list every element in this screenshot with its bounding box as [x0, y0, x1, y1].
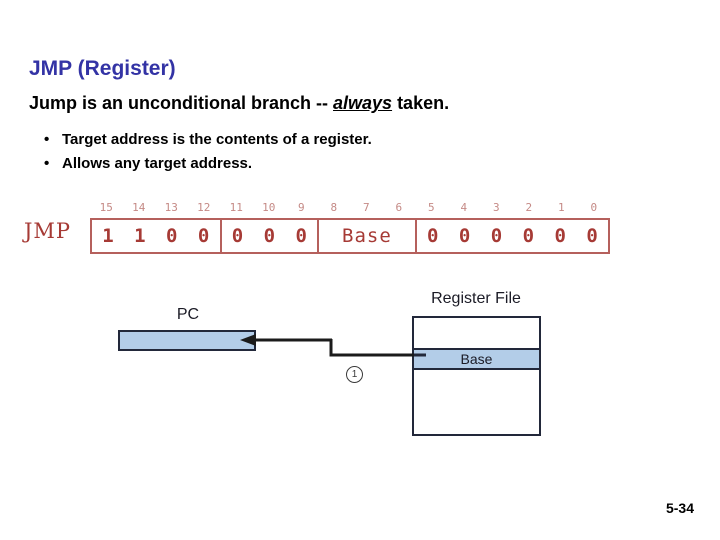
field-cell-reserved-low-1: 0 [458, 225, 471, 247]
bit-number-1: 1 [557, 201, 565, 214]
page-title: JMP (Register) [29, 57, 176, 80]
register-file-label: Register File [431, 290, 521, 307]
field-cell-reserved-low-3: 0 [522, 225, 535, 247]
bit-number-8: 8 [330, 201, 338, 214]
step-marker-1: 1 [346, 366, 363, 383]
bit-number-14: 14 [132, 201, 146, 214]
bullet-item-0-label: Target address is the contents of a regi… [62, 131, 372, 148]
field-cell-reserved-high-2: 0 [295, 225, 307, 247]
bit-number-0: 0 [590, 201, 598, 214]
bullet-dot-icon: • [44, 131, 50, 148]
arrowhead-icon [240, 334, 256, 346]
field-cell-opcode-1: 1 [134, 225, 146, 247]
field-cell-reserved-high-0: 0 [231, 225, 244, 247]
bit-number-3: 3 [492, 201, 500, 214]
field-cell-opcode-0: 1 [102, 225, 114, 247]
field-cell-reserved-low-2: 0 [490, 225, 503, 247]
field-cell-reserved-low-5: 0 [586, 225, 598, 247]
bit-number-11: 11 [229, 201, 243, 214]
bit-number-15: 15 [99, 201, 113, 214]
field-cell-opcode-3: 0 [197, 225, 210, 247]
bit-number-9: 9 [297, 201, 305, 214]
bit-number-12: 12 [197, 201, 211, 214]
bit-number-13: 13 [164, 201, 178, 214]
bit-number-2: 2 [525, 201, 533, 214]
field-cell-opcode-2: 0 [165, 225, 178, 247]
lead-sentence: Jump is an unconditional branch -- alway… [29, 93, 449, 114]
connector-arrow-group [240, 334, 426, 357]
lead-sentence-emphasis: always [333, 93, 393, 113]
bit-number-10: 10 [262, 201, 276, 214]
page-number: 5-34 [665, 500, 694, 516]
bullet-item-0: • Target address is the contents of a reg… [44, 131, 372, 148]
bullet-item-1: • Allows any target address. [44, 155, 252, 172]
field-cell-base-register-0: Base [342, 225, 392, 247]
bit-number-4: 4 [460, 201, 468, 214]
field-group-base-register: Base [319, 220, 417, 252]
field-cell-reserved-high-1: 0 [263, 225, 276, 247]
bit-number-6: 6 [395, 201, 403, 214]
bit-number-7: 7 [362, 201, 370, 214]
lead-sentence-after: taken. [392, 93, 450, 113]
datapath-diagram: PC Register File Base 1 [0, 280, 720, 455]
lead-sentence-before: Jump is an unconditional branch -- [29, 93, 334, 113]
bullet-dot-icon: • [44, 155, 50, 172]
bit-number-5: 5 [427, 201, 435, 214]
field-cell-reserved-low-4: 0 [554, 225, 566, 247]
register-file-base-row: Base [414, 348, 539, 370]
instruction-mnemonic-label: JMP [24, 219, 72, 243]
field-cell-reserved-low-0: 0 [426, 225, 439, 247]
register-file-box: Base [412, 316, 541, 436]
bullet-item-1-label: Allows any target address. [62, 155, 253, 172]
pc-label: PC [176, 306, 200, 323]
